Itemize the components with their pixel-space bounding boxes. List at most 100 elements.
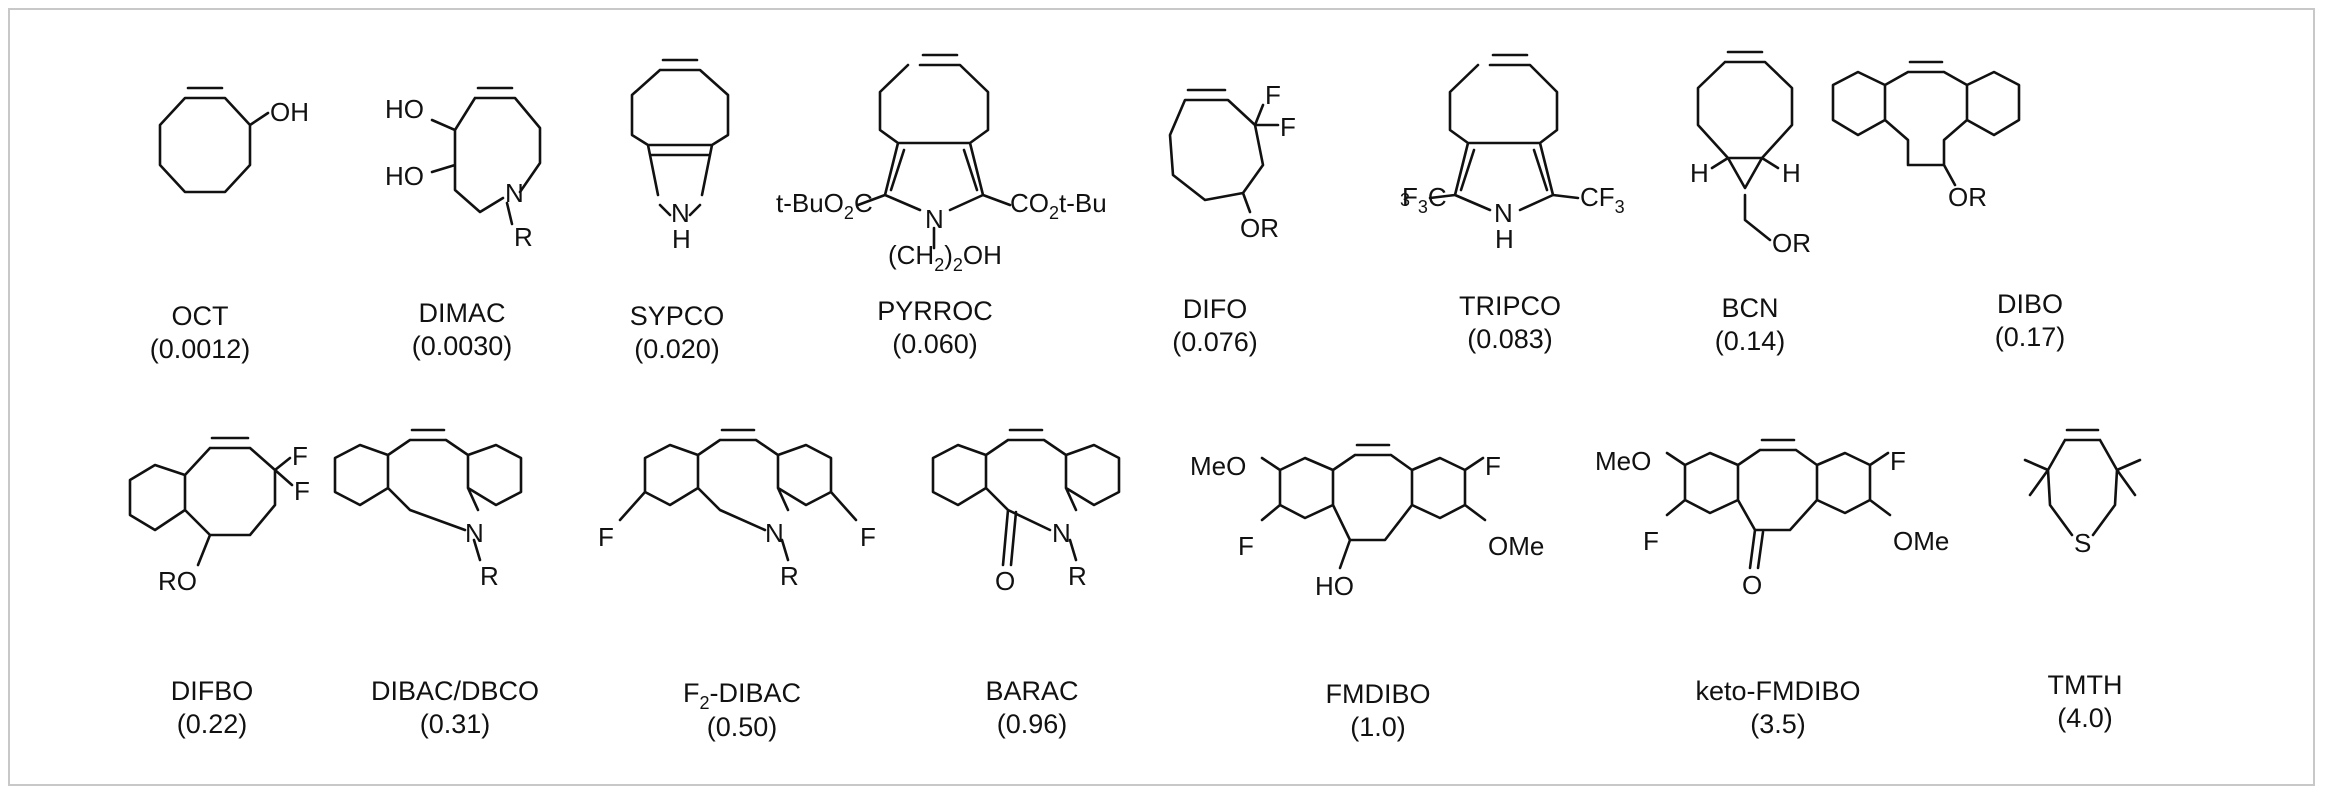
atom-label: F3C [1402,182,1447,217]
caption-difo: DIFO (0.076) [1172,294,1258,357]
atom-label: OR [1948,182,1987,212]
atom-label: F [1643,526,1659,556]
caption-pyrroc: PYRROC (0.060) [877,296,993,359]
atom-label: OR [1240,213,1279,243]
atom-label: H [1782,158,1801,188]
atom-label: OH [270,97,309,127]
atom-label: (CH2)2OH [888,240,1002,275]
atom-label: OMe [1893,526,1949,556]
compound-rate: (1.0) [1350,712,1406,742]
atom-label: CF3 [1580,182,1625,217]
compound-name: DIBO [1997,289,2063,319]
compound-rate: (0.17) [1995,322,2066,352]
compound-rate: (0.0012) [150,334,251,364]
atom-label: N [671,198,690,228]
compound-name: DIFO [1183,294,1248,324]
atom-label: R [1068,561,1087,591]
atom-label: N [765,518,784,548]
structure-dimac: HO HO N R [385,86,542,252]
structure-dibac: N R [333,428,523,591]
compound-name: keto-FMDIBO [1695,676,1860,706]
atom-label: 3 [1400,190,1410,210]
caption-oct: OCT (0.0012) [150,301,251,364]
atom-label: R [480,561,499,591]
structure-dibo: OR [1831,60,2021,212]
compound-name: OCT [172,301,229,331]
atom-label: HO [385,94,424,124]
atom-label: N [1052,518,1071,548]
compound-name: DIFBO [171,676,254,706]
atom-label: RO [158,566,197,596]
caption-tripco: TRIPCO (0.083) [1459,291,1561,354]
compound-name: TRIPCO [1459,291,1561,321]
caption-bcn: BCN (0.14) [1715,293,1786,356]
structure-keto-fmdibo: MeO F F OMe O [1595,438,1949,600]
atom-label: N [465,518,484,548]
atom-label: O [995,566,1015,596]
structure-tmth: S [2023,428,2142,558]
caption-barac: BARAC (0.96) [985,676,1078,739]
structure-bcn: H H OR [1690,50,1811,258]
compound-name: DIMAC [419,298,506,328]
atom-label: MeO [1190,451,1246,481]
compound-name: TMTH [2048,670,2123,700]
compound-rate: (0.076) [1172,327,1258,357]
caption-dibo: DIBO (0.17) [1995,289,2066,352]
atom-label: H [1495,224,1514,254]
compound-name: F2-DIBAC [683,678,801,713]
caption-tmth: TMTH (4.0) [2048,670,2123,733]
compound-rate: (0.22) [177,709,248,739]
caption-difbo: DIFBO (0.22) [171,676,254,739]
atom-label: F [598,522,614,552]
atom-label: MeO [1595,446,1651,476]
atom-label: F [860,522,876,552]
caption-sypco: SYPCO (0.020) [630,301,725,364]
compound-name: FMDIBO [1326,679,1431,709]
compound-rate: (4.0) [2057,703,2113,733]
compound-name: DIBAC/DBCO [371,676,539,706]
caption-dibac-dbco: DIBAC/DBCO (0.31) [371,676,539,739]
compound-rate: (0.060) [892,329,978,359]
structure-pyrroc: t-BuO2C CO2t-Bu N (CH2)2OH [776,53,1107,275]
atom-label: F [1280,112,1296,142]
compound-rate: (0.96) [997,709,1068,739]
atom-label: N [925,204,944,234]
caption-dimac: DIMAC (0.0030) [412,298,513,361]
structure-fmdibo: MeO F F OMe HO [1190,443,1544,601]
caption-keto-fmdibo: keto-FMDIBO (3.5) [1695,676,1860,739]
structure-f2-dibac: F F N R [598,428,876,591]
atom-label: F [1265,80,1281,110]
compound-name: BCN [1721,293,1778,323]
compound-rate: (3.5) [1750,709,1806,739]
atom-label: HO [385,161,424,191]
compound-rate: (0.0030) [412,331,513,361]
atom-label: F [1485,451,1501,481]
structure-difbo: F F RO [128,436,310,596]
atom-label: S [2074,528,2091,558]
structure-oct: OH [158,86,309,194]
compound-rate: (0.31) [420,709,491,739]
structure-tripco: 3 F3C CF3 N H [1400,53,1625,254]
compound-name: BARAC [985,676,1078,706]
atom-label: OMe [1488,531,1544,561]
atom-label: F [294,476,310,506]
compound-rate: (0.083) [1467,324,1553,354]
compound-rate: (0.50) [707,712,778,742]
atom-label: R [514,222,533,252]
figure-frame [8,8,2315,786]
atom-label: N [505,178,524,208]
atom-label: O [1742,570,1762,600]
atom-label: OR [1772,228,1811,258]
atom-label: CO2t-Bu [1010,188,1107,223]
caption-f2-dibac: F2-DIBAC (0.50) [683,678,801,742]
structure-barac: O N R [931,428,1121,596]
compound-name: PYRROC [877,296,993,326]
compound-rate: (0.14) [1715,326,1786,356]
atom-label: F [1890,446,1906,476]
atom-label: H [672,224,691,254]
atom-label: t-BuO2C [776,188,873,223]
compound-name: SYPCO [630,301,725,331]
atom-label: N [1494,198,1513,228]
atom-label: F [292,441,308,471]
